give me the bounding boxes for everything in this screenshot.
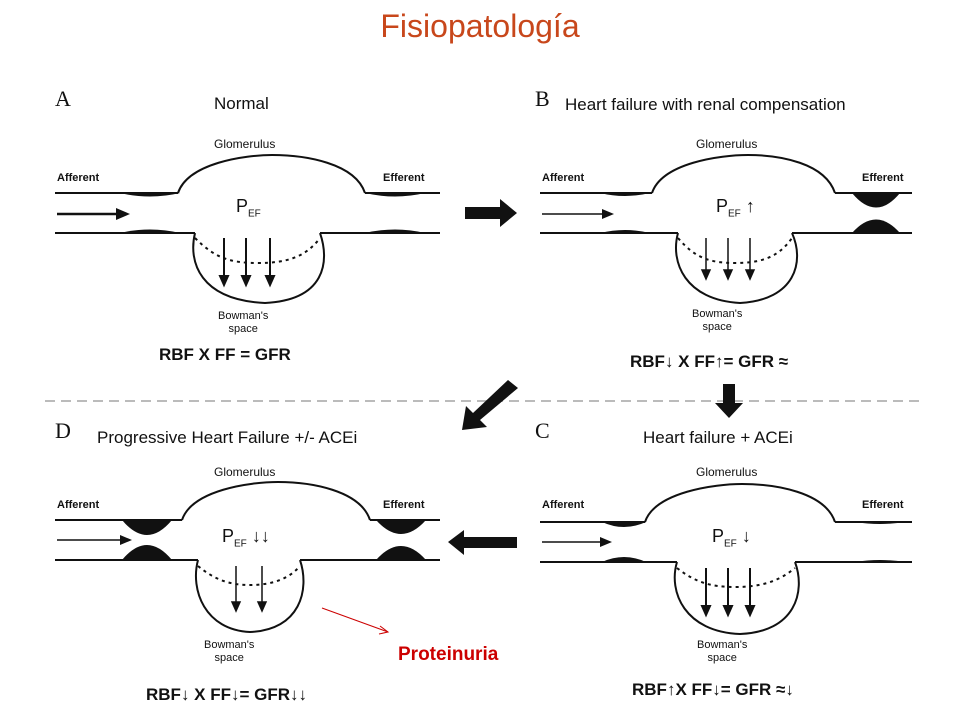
panel-d-pef-arrow: ↓↓ [251, 526, 270, 546]
panel-a-equation: RBF X FF = GFR [159, 345, 291, 364]
panel-a-letter: A [55, 86, 71, 111]
panel-b-pef: PEF ↑ [716, 196, 755, 220]
panel-c-pef: PEF ↓ [712, 526, 751, 550]
panel-c-flow-arrow [542, 537, 612, 547]
panel-b-letter: B [535, 86, 550, 111]
panel-a-pef: PEF [236, 196, 261, 220]
panel-c-glomerulus-label: Glomerulus [696, 465, 758, 479]
panel-a-constrictions [120, 193, 425, 233]
panel-b-constrictions [600, 193, 900, 233]
arrow-a-to-b [465, 199, 517, 227]
page-title: Fisiopatología [380, 8, 580, 44]
panel-d-title: Progressive Heart Failure +/- ACEi [97, 428, 358, 447]
proteinuria-pointer [321, 607, 390, 635]
panel-d-filtration-arrows [230, 566, 268, 613]
panel-b-pef-arrow: ↑ [745, 196, 755, 216]
panel-d-letter: D [55, 418, 71, 443]
panel-b-afferent-label: Afferent [542, 172, 585, 184]
panel-b-glomerulus-label: Glomerulus [696, 137, 758, 151]
panel-c-letter: C [535, 418, 550, 443]
panel-b-efferent-label: Efferent [862, 172, 904, 184]
panel-a-title: Normal [214, 94, 269, 113]
panel-a-glomerulus-label: Glomerulus [214, 137, 276, 151]
panel-d-constrictions [122, 520, 426, 560]
panel-a-filtration-arrows [218, 238, 276, 288]
panel-b-equation: RBF↓ X FF↑= GFR ≈ [630, 352, 789, 371]
panel-a-afferent-label: Afferent [57, 172, 100, 184]
arrow-c-to-d [448, 530, 517, 555]
panel-c-efferent-label: Efferent [862, 499, 904, 511]
panel-a-flow-arrow [57, 208, 130, 220]
panel-d-equation: RBF↓ X FF↓= GFR↓↓ [146, 685, 308, 704]
arrow-b-to-c [715, 384, 743, 418]
panel-c-title: Heart failure + ACEi [643, 428, 793, 447]
panel-c-constrictions [602, 522, 905, 562]
panel-b-flow-arrow [542, 209, 614, 219]
panel-a-efferent-label: Efferent [383, 172, 425, 184]
panel-c-equation: RBF↑X FF↓= GFR ≈↓ [632, 680, 794, 699]
panel-b-title: Heart failure with renal compensation [565, 95, 846, 114]
panel-d-pef: PEF ↓↓ [222, 526, 270, 550]
panel-c-afferent-label: Afferent [542, 499, 585, 511]
panel-c-pef-arrow: ↓ [741, 526, 751, 546]
panel-b-filtration-arrows [700, 238, 756, 281]
panel-d-efferent-label: Efferent [383, 499, 425, 511]
panel-c-filtration-arrows [700, 568, 756, 618]
proteinuria-label: Proteinuria [398, 644, 499, 665]
panel-d-afferent-label: Afferent [57, 499, 100, 511]
panel-d-glomerulus-label: Glomerulus [214, 465, 276, 479]
panel-d-flow-arrow [57, 535, 132, 545]
arrow-b-to-d [462, 380, 518, 430]
